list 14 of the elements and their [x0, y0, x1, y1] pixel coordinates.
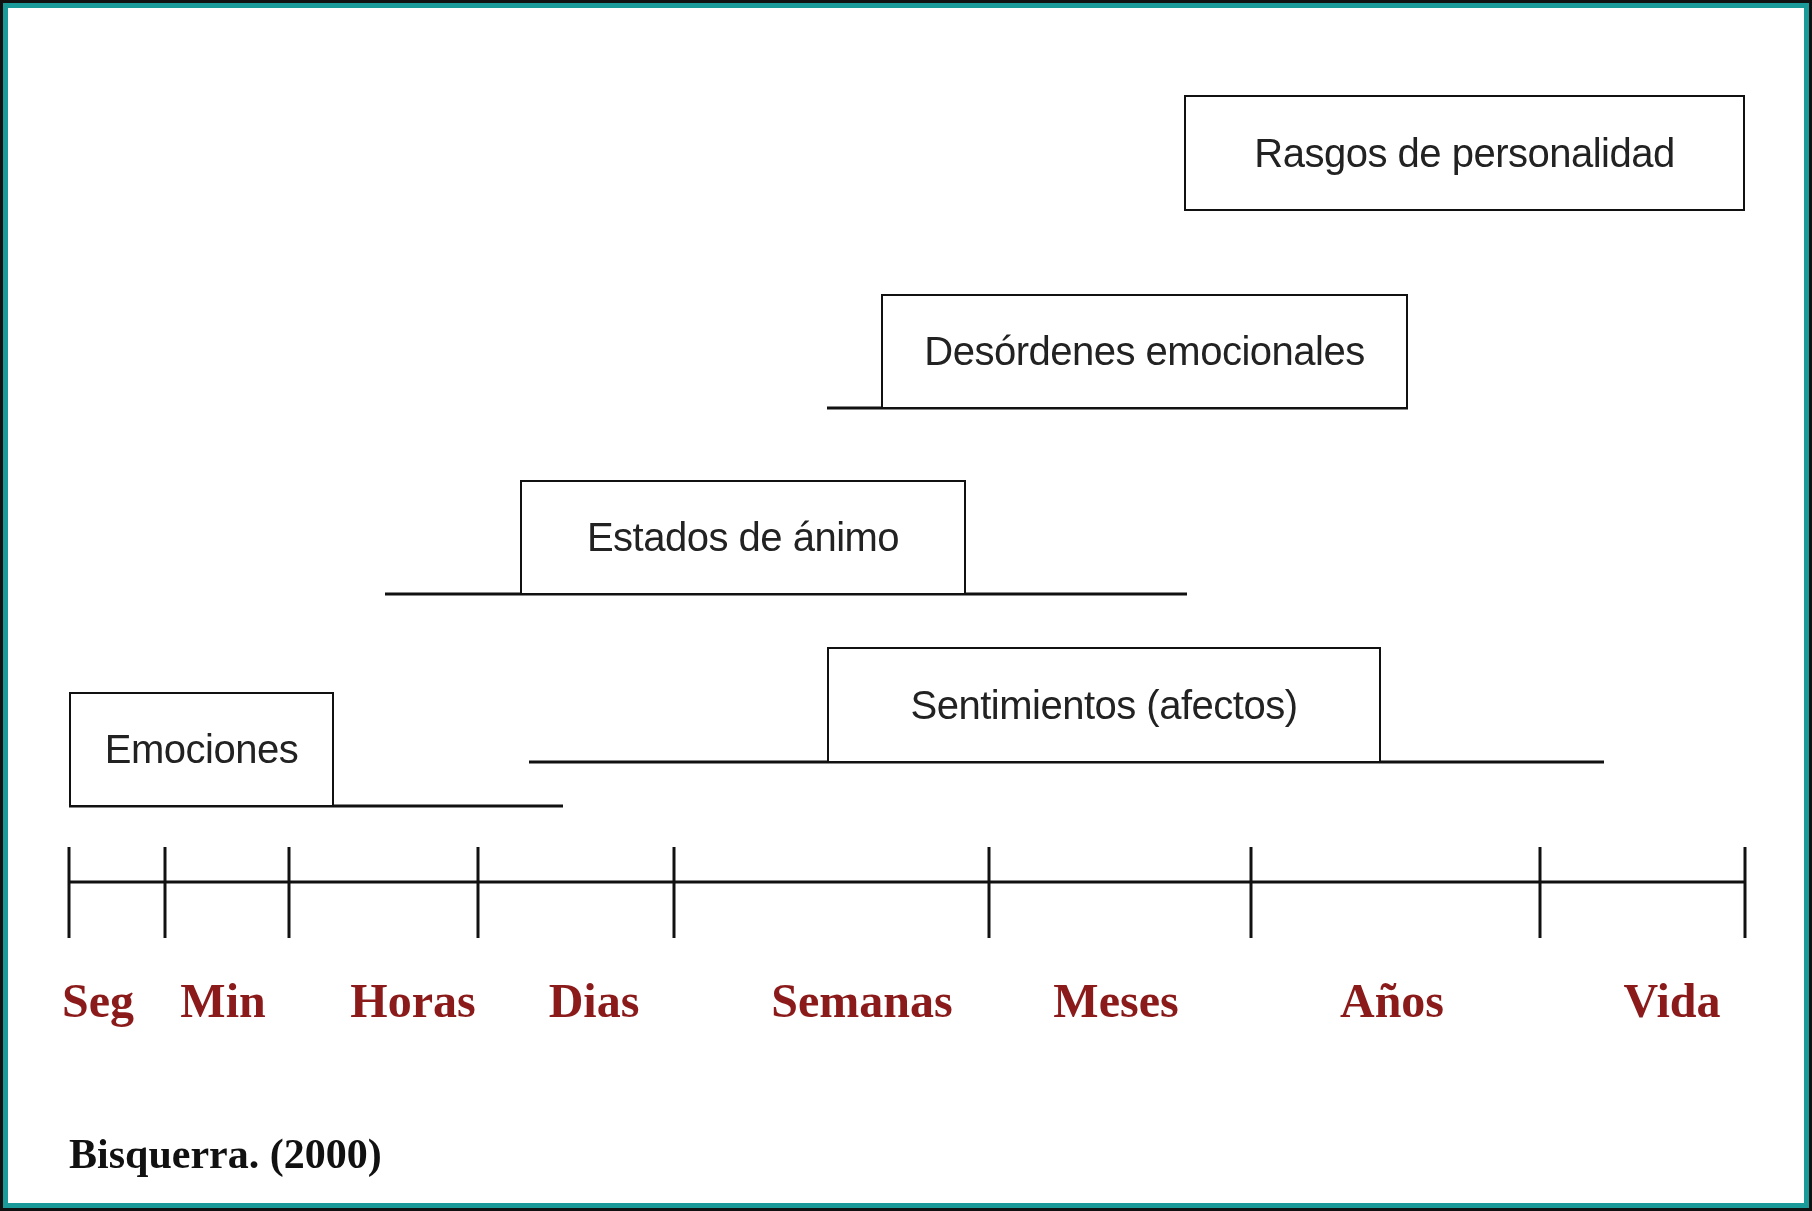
period-box: Rasgos de personalidad: [1184, 95, 1745, 211]
time-scale-label: Semanas: [771, 973, 953, 1028]
time-scale-label: Meses: [1053, 973, 1179, 1028]
period-box: Sentimientos (afectos): [827, 647, 1381, 763]
time-scale-label: Años: [1340, 973, 1444, 1028]
time-scale-label: Vida: [1623, 973, 1721, 1028]
time-scale-label: Dias: [548, 973, 640, 1028]
period-box: Emociones: [69, 692, 334, 807]
time-scale-label: Horas: [350, 973, 476, 1028]
time-scale-label: Seg: [62, 973, 134, 1028]
source-citation: Bisquerra. (2000): [69, 1130, 382, 1178]
period-box: Estados de ánimo: [520, 480, 966, 595]
time-scale-label: Min: [180, 973, 266, 1028]
period-box: Desórdenes emocionales: [881, 294, 1408, 409]
